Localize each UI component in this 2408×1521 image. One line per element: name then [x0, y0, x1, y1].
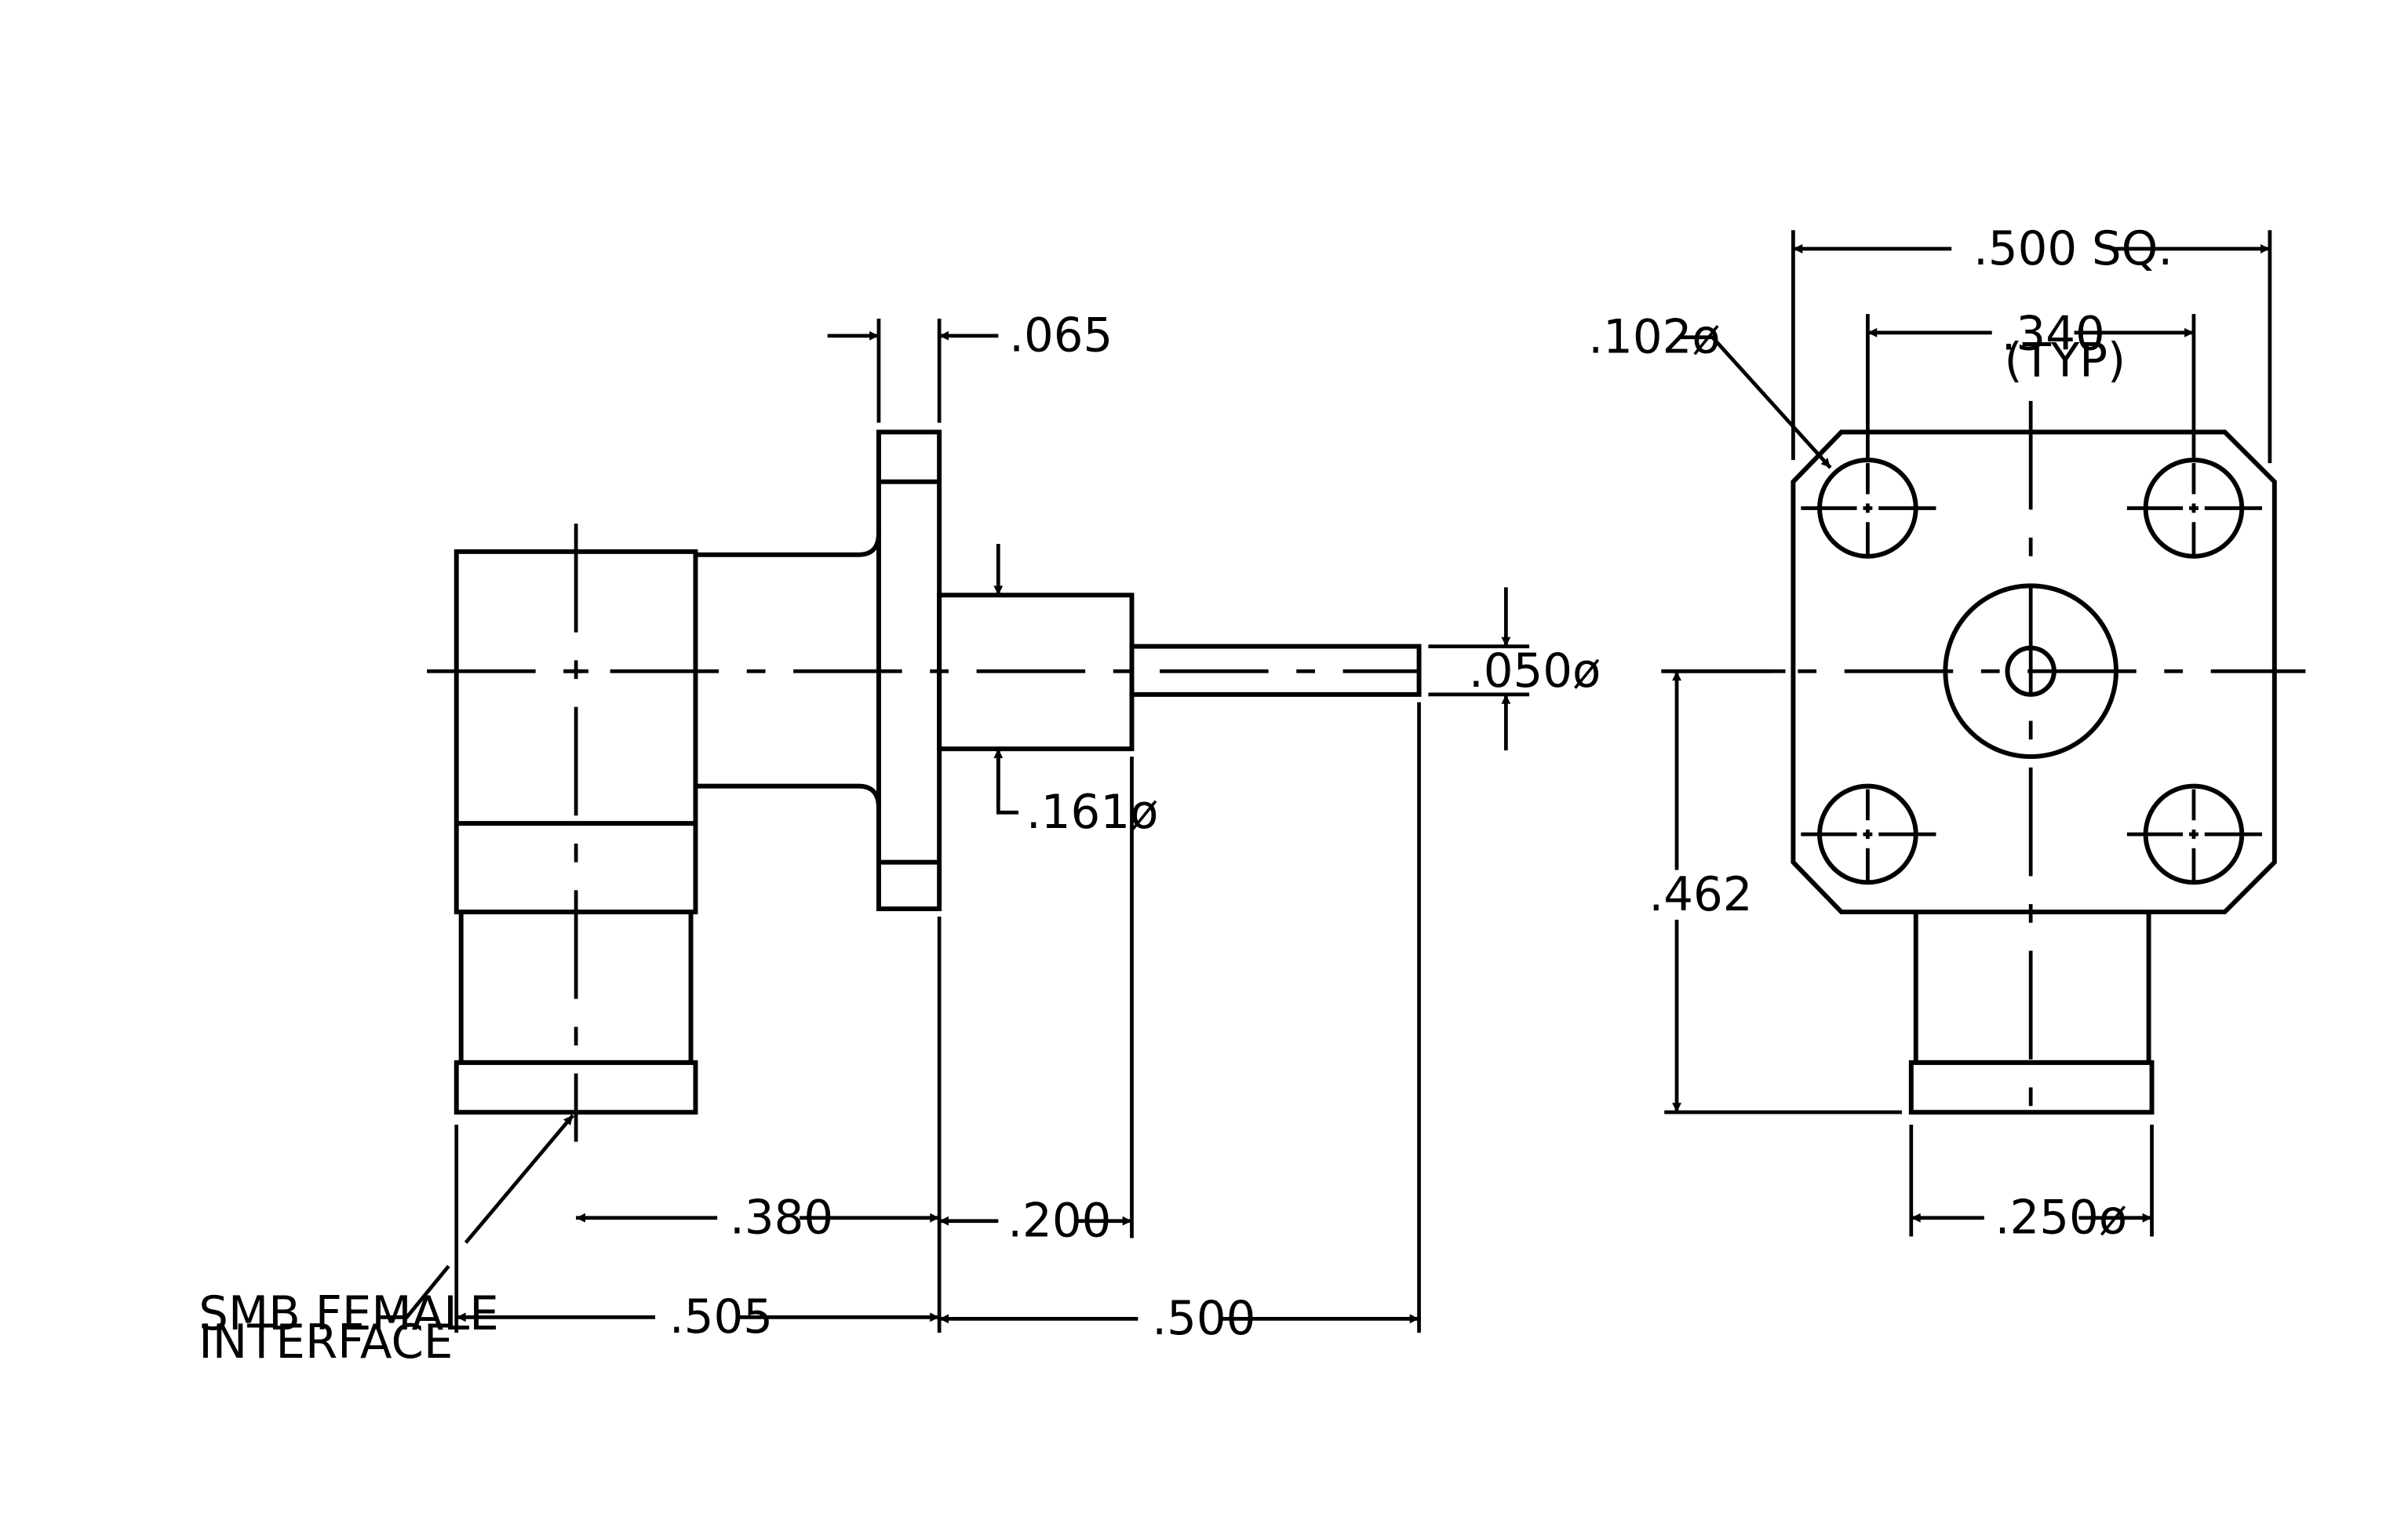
- hole-centerline: [2126, 830, 2262, 839]
- dim-pin-diameter: .050ø: [1469, 644, 1601, 698]
- dim-interface-offset: .380: [730, 1191, 833, 1245]
- hole-centerline: [1801, 830, 1936, 839]
- dim-body-length: .200: [1007, 1193, 1111, 1247]
- front-interface-ring: [1908, 1060, 2155, 1115]
- hole-centerline: [1801, 503, 1936, 513]
- dim-flange-square: .500 SQ.: [1973, 221, 2173, 275]
- flange-outline: [1791, 429, 2277, 914]
- hole-callout-leader: [1678, 335, 1832, 469]
- front-view: .500 SQ. .340 (TYP) .102ø .462 .250ø: [1588, 221, 2306, 1245]
- neck-top-edge: [695, 532, 881, 557]
- leader-line: [996, 749, 1019, 815]
- dim-connector-width: .505: [669, 1289, 773, 1344]
- callout-label-line1: SMB FEMALE: [199, 1286, 499, 1340]
- dim-hole-spacing: .340: [2002, 307, 2105, 361]
- hole-centerline: [2126, 503, 2262, 513]
- dim-hole-spacing-note: (TYP): [2005, 333, 2126, 387]
- dim-pin-length: .500: [1152, 1291, 1255, 1345]
- side-view: .065 .161ø .050ø .380 .200 .505 .500: [199, 308, 1601, 1369]
- callout-arrow: [464, 1114, 574, 1244]
- dim-centerline-height: .462: [1648, 867, 1752, 921]
- callout-leader: [380, 1264, 450, 1319]
- callout-label-line2: INTERFACE: [199, 1315, 453, 1369]
- dim-hole-diameter: .102ø: [1588, 310, 1720, 364]
- dim-body-diameter: .161ø: [1026, 785, 1159, 839]
- dim-interface-diameter: .250ø: [1995, 1191, 2127, 1245]
- neck-bottom-edge: [695, 783, 881, 808]
- dim-flange-thickness: .065: [1009, 308, 1113, 363]
